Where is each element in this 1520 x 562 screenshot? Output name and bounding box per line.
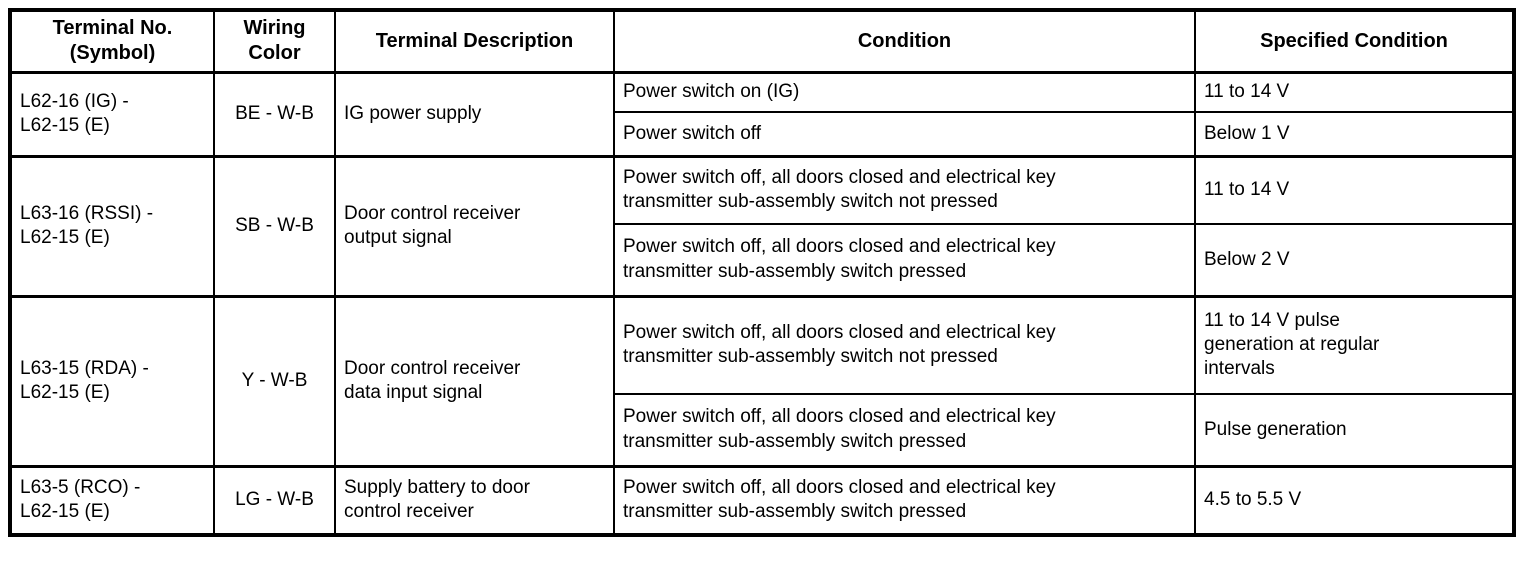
description-cell: Door control receiver data input signal bbox=[334, 294, 615, 467]
terminal-spec-table: Terminal No. (Symbol) Wiring Color Termi… bbox=[8, 8, 1516, 537]
condition-cell: Power switch on (IG) bbox=[613, 70, 1196, 113]
condition-cell: Power switch off, all doors closed and e… bbox=[613, 464, 1196, 536]
col-header-wiring-color: Wiring Color bbox=[213, 9, 336, 74]
wiring-color-cell: BE - W-B bbox=[213, 70, 336, 157]
specified-condition-cell: 11 to 14 V bbox=[1194, 70, 1515, 113]
table-row: L63-5 (RCO) - L62-15 (E) LG - W-B Supply… bbox=[9, 464, 1515, 536]
table-row: Power switch off, all doors closed and e… bbox=[10, 223, 1515, 297]
terminal-cell: L63-5 (RCO) - L62-15 (E) bbox=[9, 464, 215, 536]
condition-cell: Power switch off, all doors closed and e… bbox=[613, 393, 1196, 467]
description-cell: Door control receiver output signal bbox=[334, 154, 615, 297]
table-row: L63-16 (RSSI) - L62-15 (E) SB - W-B Door… bbox=[9, 154, 1515, 297]
condition-cell: Power switch off, all doors closed and e… bbox=[613, 223, 1196, 297]
wiring-color-cell: LG - W-B bbox=[213, 464, 336, 536]
table-row: Power switch off, all doors closed and e… bbox=[10, 393, 1515, 467]
specified-condition-cell: Pulse generation bbox=[1194, 393, 1515, 467]
header-row: Terminal No. (Symbol) Wiring Color Termi… bbox=[9, 9, 1515, 74]
col-header-specified-condition: Specified Condition bbox=[1194, 9, 1515, 74]
description-cell: IG power supply bbox=[334, 70, 615, 157]
terminal-cell: L63-15 (RDA) - L62-15 (E) bbox=[9, 294, 215, 467]
table-row: Power switch off Below 1 V bbox=[10, 111, 1515, 157]
table-row: L63-15 (RDA) - L62-15 (E) Y - W-B Door c… bbox=[9, 294, 1515, 467]
description-cell: Supply battery to door control receiver bbox=[334, 464, 615, 536]
condition-cell: Power switch off bbox=[613, 111, 1196, 157]
condition-cell: Power switch off, all doors closed and e… bbox=[613, 294, 1196, 395]
col-header-terminal-no: Terminal No. (Symbol) bbox=[9, 9, 215, 74]
terminal-cell: L63-16 (RSSI) - L62-15 (E) bbox=[9, 154, 215, 297]
table-row: L62-16 (IG) - L62-15 (E) BE - W-B IG pow… bbox=[9, 70, 1515, 157]
specified-condition-cell: Below 1 V bbox=[1194, 111, 1515, 157]
specified-condition-cell: Below 2 V bbox=[1194, 223, 1515, 297]
wiring-color-cell: SB - W-B bbox=[213, 154, 336, 297]
specified-condition-cell: 11 to 14 V bbox=[1194, 154, 1515, 225]
col-header-condition: Condition bbox=[613, 9, 1196, 74]
wiring-color-cell: Y - W-B bbox=[213, 294, 336, 467]
terminal-cell: L62-16 (IG) - L62-15 (E) bbox=[9, 70, 215, 157]
condition-cell: Power switch off, all doors closed and e… bbox=[613, 154, 1196, 225]
specified-condition-cell: 4.5 to 5.5 V bbox=[1194, 464, 1515, 536]
specified-condition-cell: 11 to 14 V pulse generation at regular i… bbox=[1194, 294, 1515, 395]
col-header-terminal-description: Terminal Description bbox=[334, 9, 615, 74]
document-page: Terminal No. (Symbol) Wiring Color Termi… bbox=[8, 8, 1516, 537]
